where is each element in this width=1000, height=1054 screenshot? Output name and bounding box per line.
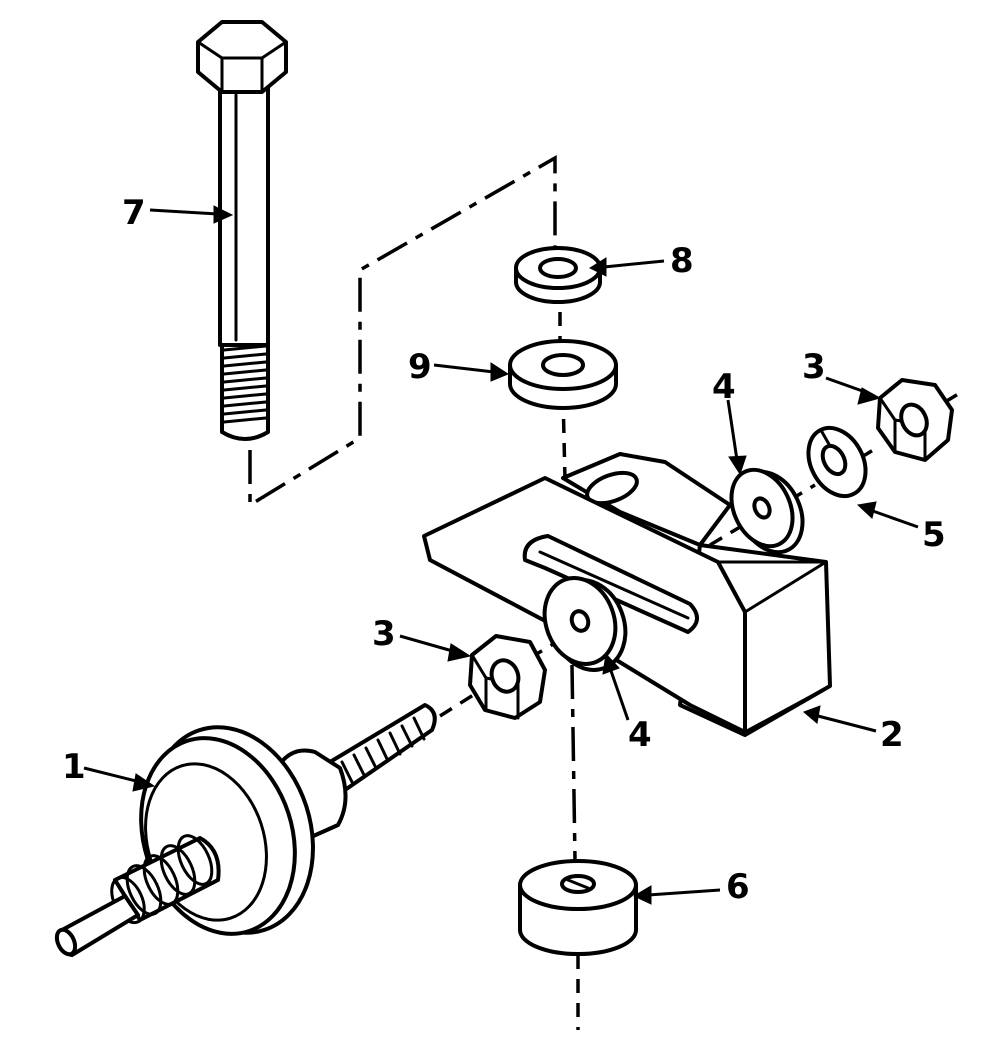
hex-nut-right [876,378,954,462]
callout-3-left: 3 [372,614,396,654]
flat-washer-left [542,576,628,672]
split-lock-washer [806,425,868,499]
callout-labels: 7 8 9 4 3 5 3 4 2 1 6 [62,193,946,907]
bolt-threads [222,344,268,424]
lock-washer-top [514,246,602,304]
isolator-stud [54,703,437,957]
callout-8: 8 [670,241,694,281]
callout-3-right: 3 [802,347,826,387]
flat-washer-right [729,467,805,555]
callout-5: 5 [922,515,946,555]
leader-lines [83,205,919,905]
callout-4-right: 4 [712,367,736,407]
stud-threads [340,716,426,784]
callout-1: 1 [62,747,86,787]
callout-9: 9 [408,347,432,387]
flat-washer-top [508,339,618,410]
hex-bolt [196,20,288,441]
hex-nut-left [468,634,547,720]
spacer-bushing [518,859,638,956]
callout-7: 7 [122,193,146,233]
coil-spring [110,834,221,925]
callout-2: 2 [880,715,904,755]
callout-6: 6 [726,867,750,907]
callout-4-left: 4 [628,715,652,755]
